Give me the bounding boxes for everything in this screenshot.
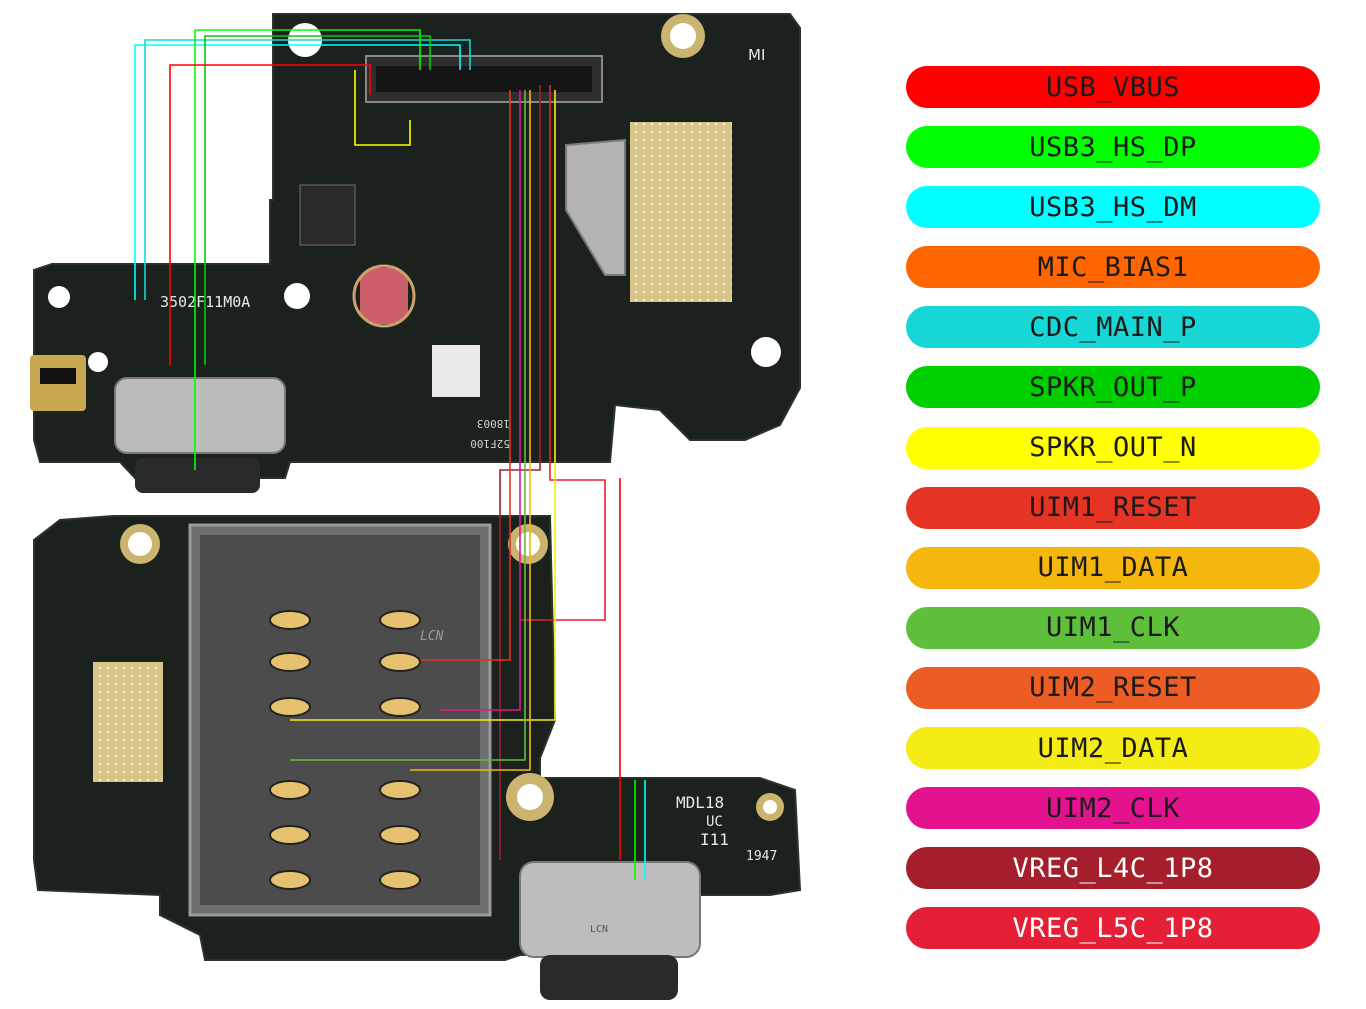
sim-contact bbox=[379, 780, 421, 800]
sim-contact bbox=[269, 825, 311, 845]
legend-label: UIM1_RESET bbox=[1029, 492, 1197, 524]
usb-c-connector-bottom bbox=[519, 861, 701, 958]
legend-item-vreg-l5c-1p8: VREG_L5C_1P8 bbox=[906, 907, 1320, 950]
date-code: 1947 bbox=[746, 849, 777, 864]
board-marking-i11: I11 bbox=[700, 830, 729, 849]
legend-label: UIM1_CLK bbox=[1045, 612, 1181, 644]
signal-trace bbox=[204, 35, 431, 365]
signal-trace bbox=[169, 64, 371, 365]
legend-item-uim1-reset: UIM1_RESET bbox=[906, 486, 1320, 529]
signal-trace bbox=[290, 90, 526, 761]
connector-marking: LCN bbox=[590, 924, 608, 935]
qr-code bbox=[432, 345, 480, 397]
sim-contact bbox=[379, 652, 421, 672]
sim-contact bbox=[269, 610, 311, 630]
legend-label: SPKR_OUT_N bbox=[1029, 432, 1197, 464]
signal-trace bbox=[290, 90, 556, 721]
sim-contact bbox=[379, 825, 421, 845]
signal-traces bbox=[134, 29, 646, 880]
legend-label: USB3_HS_DP bbox=[1029, 131, 1197, 163]
flip-text: 52F100 bbox=[470, 437, 510, 450]
sim-contact bbox=[269, 870, 311, 890]
bottom-board: MDL18 UC I11 1947 LCN LCN bbox=[33, 515, 802, 1000]
legend-label: VREG_L5C_1P8 bbox=[1012, 912, 1214, 944]
sim-contact bbox=[269, 780, 311, 800]
signal-trace bbox=[440, 90, 521, 711]
legend-item-uim1-clk: UIM1_CLK bbox=[906, 606, 1320, 649]
legend-label: UIM2_CLK bbox=[1045, 792, 1181, 824]
legend-item-usb-vbus: USB_VBUS bbox=[906, 66, 1320, 108]
legend-label: USB3_HS_DM bbox=[1029, 191, 1197, 223]
legend-item-uim2-data: UIM2_DATA bbox=[906, 727, 1320, 770]
sim-contact bbox=[379, 610, 421, 630]
board-marking-uc: UC bbox=[706, 814, 723, 830]
signal-trace bbox=[410, 90, 531, 771]
brand-logo: MI bbox=[748, 46, 765, 64]
legend-item-uim2-reset: UIM2_RESET bbox=[906, 666, 1320, 709]
legend-label: VREG_L4C_1P8 bbox=[1012, 852, 1214, 884]
sim-contact bbox=[269, 652, 311, 672]
legend-label: CDC_MAIN_P bbox=[1029, 311, 1197, 343]
legend-label: MIC_BIAS1 bbox=[1037, 251, 1189, 283]
legend-item-spkr-out-n: SPKR_OUT_N bbox=[906, 426, 1320, 469]
legend-label: USB_VBUS bbox=[1045, 71, 1181, 103]
legend-item-mic-bias1: MIC_BIAS1 bbox=[906, 246, 1320, 289]
legend-item-cdc-main-p: CDC_MAIN_P bbox=[906, 306, 1320, 349]
sim-contacts bbox=[269, 610, 421, 890]
gold-pad-top bbox=[630, 122, 732, 302]
round-component bbox=[360, 268, 408, 324]
legend-item-vreg-l4c-1p8: VREG_L4C_1P8 bbox=[906, 847, 1320, 890]
flip-text: 18003 bbox=[477, 417, 510, 430]
signal-trace bbox=[354, 70, 411, 146]
legend-label: UIM2_RESET bbox=[1029, 672, 1197, 704]
gold-pad-bottom bbox=[93, 662, 163, 782]
signal-trace bbox=[520, 85, 606, 621]
signal-trace bbox=[410, 90, 511, 661]
usb-c-connector-top bbox=[114, 377, 286, 454]
sim-marking: LCN bbox=[420, 629, 444, 644]
legend-item-spkr-out-p: SPKR_OUT_P bbox=[906, 366, 1320, 409]
top-board: 3502F11M0A MI 18003 52F100 bbox=[30, 13, 801, 493]
legend-label: SPKR_OUT_P bbox=[1029, 371, 1197, 403]
sim-contact bbox=[379, 870, 421, 890]
legend-item-usb3-hs-dm: USB3_HS_DM bbox=[906, 186, 1320, 229]
metal-bracket bbox=[565, 138, 626, 276]
sim-contact bbox=[269, 697, 311, 717]
board-marking-mdl: MDL18 bbox=[676, 793, 724, 812]
sim-contact bbox=[379, 697, 421, 717]
legend-label: UIM2_DATA bbox=[1037, 732, 1189, 764]
pcb-diagram: 3502F11M0A MI 18003 52F100 MDL18 UC I11 … bbox=[30, 13, 802, 1000]
signal-trace bbox=[134, 44, 461, 300]
legend-item-uim2-clk: UIM2_CLK bbox=[906, 787, 1320, 830]
signal-trace bbox=[194, 29, 421, 470]
legend-label: UIM1_DATA bbox=[1037, 552, 1189, 584]
legend-item-usb3-hs-dp: USB3_HS_DP bbox=[906, 126, 1320, 169]
signal-trace bbox=[144, 39, 471, 300]
legend-item-uim1-data: UIM1_DATA bbox=[906, 546, 1320, 589]
